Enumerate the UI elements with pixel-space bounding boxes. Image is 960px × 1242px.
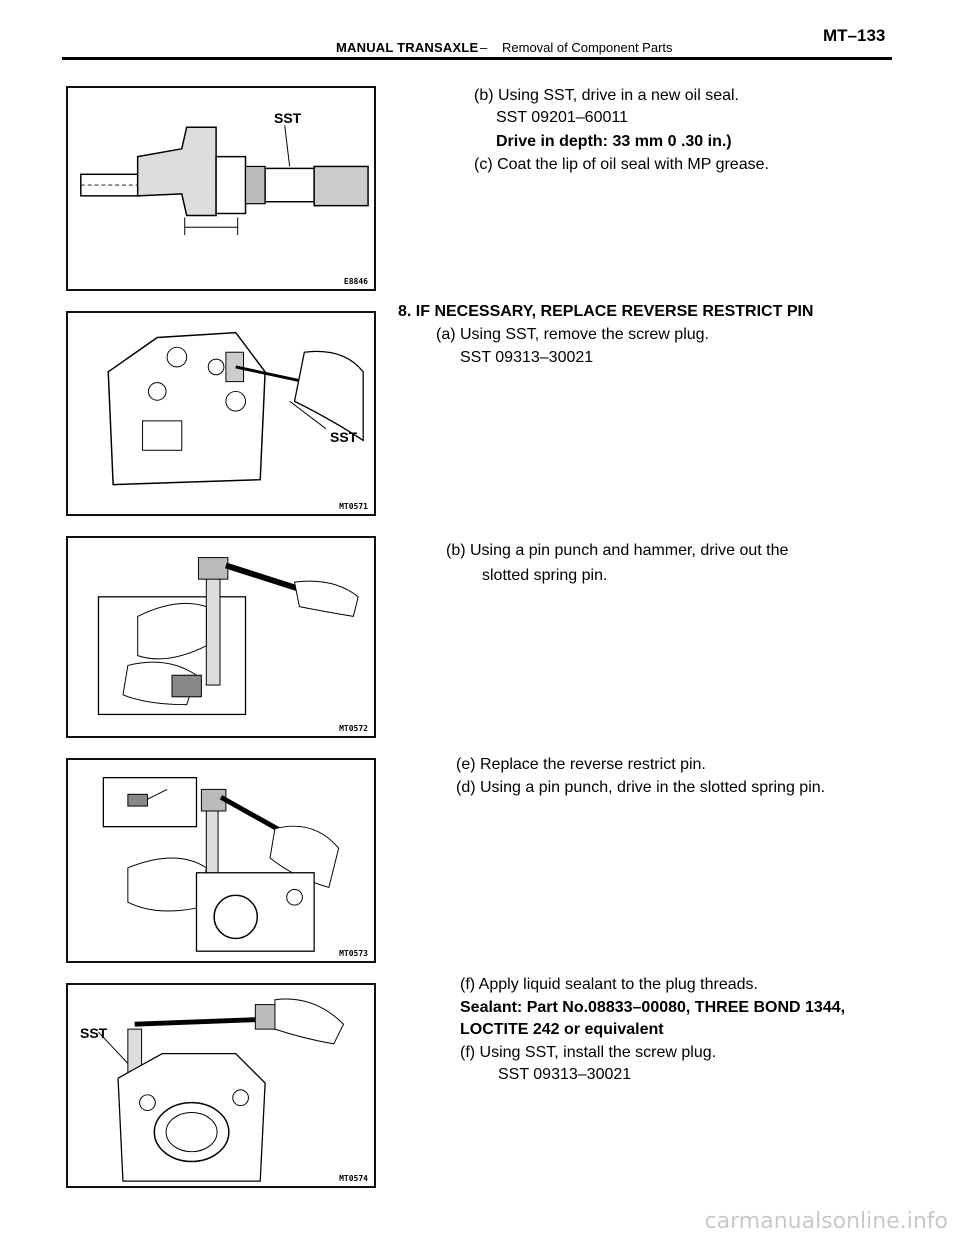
oil-seal-illustration xyxy=(80,125,369,236)
step-text: (e) Replace the reverse restrict pin. xyxy=(456,756,706,773)
figure-code: MT0573 xyxy=(339,949,368,958)
figure-callout-label: SST xyxy=(274,110,302,126)
figure-screw-plug-install: SST MT0574 xyxy=(66,983,376,1188)
sst-number: SST 09313–30021 xyxy=(460,349,594,366)
step-text: (c) Coat the lip of oil seal with MP gre… xyxy=(474,156,769,173)
figure-drive-out-pin: MT0572 xyxy=(66,536,376,738)
step-text-continued: slotted spring pin. xyxy=(482,567,608,584)
page-number: MT–133 xyxy=(823,26,886,45)
spec-text: Drive in depth: 33 mm 0 .30 in.) xyxy=(496,133,732,150)
drive-out-pin-illustration xyxy=(97,557,359,716)
watermark: carmanualsonline.info xyxy=(704,1209,948,1234)
figure-callout-label: SST xyxy=(330,429,358,445)
header-section-title: MANUAL TRANSAXLE xyxy=(336,40,479,55)
sst-number: SST 09201–60011 xyxy=(496,109,628,126)
step-text: (b) Using a pin punch and hammer, drive … xyxy=(446,542,789,559)
screw-plug-removal-illustration xyxy=(107,331,364,486)
figure-code: MT0572 xyxy=(339,724,368,733)
figure-code: MT0571 xyxy=(339,502,368,511)
figure-code: MT0574 xyxy=(339,1174,368,1183)
step-text: (f) Apply liquid sealant to the plug thr… xyxy=(460,976,758,993)
section-heading: 8. IF NECESSARY, REPLACE REVERSE RESTRIC… xyxy=(398,303,814,320)
header-subsection-title: Removal of Component Parts xyxy=(502,40,673,55)
figure-screw-plug-removal: SST MT0571 xyxy=(66,311,376,516)
header-separator: – xyxy=(480,40,488,55)
sealant-spec: Sealant: Part No.08833–00080, THREE BOND… xyxy=(460,999,846,1016)
step-text: (d) Using a pin punch, drive in the slot… xyxy=(456,779,826,796)
header-rule xyxy=(62,57,892,60)
step-text: (f) Using SST, install the screw plug. xyxy=(460,1044,717,1061)
sst-number: SST 09313–30021 xyxy=(498,1066,632,1083)
step-text: (b) Using SST, drive in a new oil seal. xyxy=(474,87,739,104)
screw-plug-install-illustration xyxy=(98,998,345,1182)
step-text: (a) Using SST, remove the screw plug. xyxy=(436,326,709,343)
figure-callout-label: SST xyxy=(80,1025,108,1041)
figure-code: E8846 xyxy=(343,277,368,286)
drive-in-pin-illustration xyxy=(102,777,340,952)
figure-drive-in-pin: MT0573 xyxy=(66,758,376,963)
sealant-spec-continued: LOCTITE 242 or equivalent xyxy=(460,1021,664,1038)
figure-oil-seal-install: SST E8846 xyxy=(66,86,376,291)
